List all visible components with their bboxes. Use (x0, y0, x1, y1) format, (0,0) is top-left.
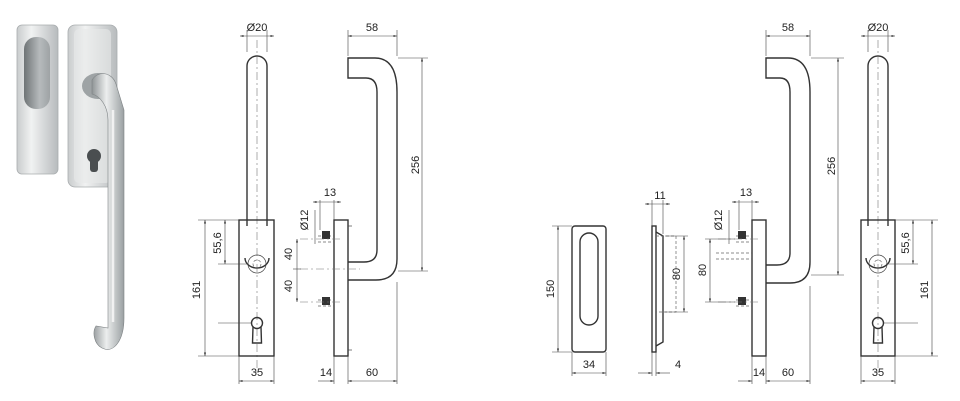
handle-bar-photo (91, 73, 125, 350)
right-side-plate-14: 14 (753, 367, 765, 379)
right-front-height-161: 161 (919, 281, 931, 299)
keyhole-icon (87, 149, 101, 172)
cylinder-cutout-icon (250, 316, 264, 344)
left-side-length-256: 256 (410, 156, 422, 174)
left-front-width-bottom: 35 (251, 367, 263, 379)
flush-plate-height-150: 150 (545, 280, 557, 298)
right-front-view: Ø20 55,6 161 35 (860, 22, 938, 384)
right-side-length-256: 256 (826, 157, 838, 175)
right-side-depth-top: 58 (782, 22, 794, 34)
right-front-height-55-6: 55,6 (900, 232, 912, 253)
right-side-spacing-80: 80 (697, 264, 709, 276)
left-side-spacing-40a: 40 (283, 248, 295, 260)
left-front-height-161: 161 (191, 281, 203, 299)
right-handle-side: 58 256 13 Ø12 80 14 60 (697, 22, 844, 384)
flush-plate-recess (24, 37, 50, 109)
right-side-diameter-12: Ø12 (713, 210, 725, 231)
right-plate-side: 11 80 4 (638, 190, 688, 376)
left-side-view: 58 256 13 Ø12 40 40 14 60 (283, 22, 428, 384)
left-side-spacing-40b: 40 (283, 280, 295, 292)
plate-side-top-11: 11 (654, 190, 665, 202)
plate-side-bottom-4: 4 (675, 359, 681, 371)
flush-plate-width-34: 34 (583, 359, 595, 371)
left-side-projection-60: 60 (366, 367, 378, 379)
right-flush-plate: 150 34 (545, 225, 607, 376)
left-front-view: Ø20 161 55,6 35 (191, 22, 275, 384)
left-side-depth-top: 58 (366, 22, 378, 34)
right-side-spacing-13: 13 (740, 187, 752, 199)
left-side-plate-14: 14 (320, 367, 332, 379)
plate-side-height-80: 80 (671, 268, 683, 280)
cylinder-cutout-icon (871, 316, 885, 344)
left-front-height-55-6: 55,6 (212, 232, 224, 253)
right-side-projection-60: 60 (782, 367, 794, 379)
left-side-diameter-12: Ø12 (299, 210, 311, 231)
left-side-spacing-13: 13 (324, 187, 336, 199)
product-photo (16, 24, 125, 350)
left-front-width-top: Ø20 (247, 22, 268, 34)
right-front-width-bottom: 35 (872, 367, 884, 379)
right-front-width-top: Ø20 (868, 22, 889, 34)
